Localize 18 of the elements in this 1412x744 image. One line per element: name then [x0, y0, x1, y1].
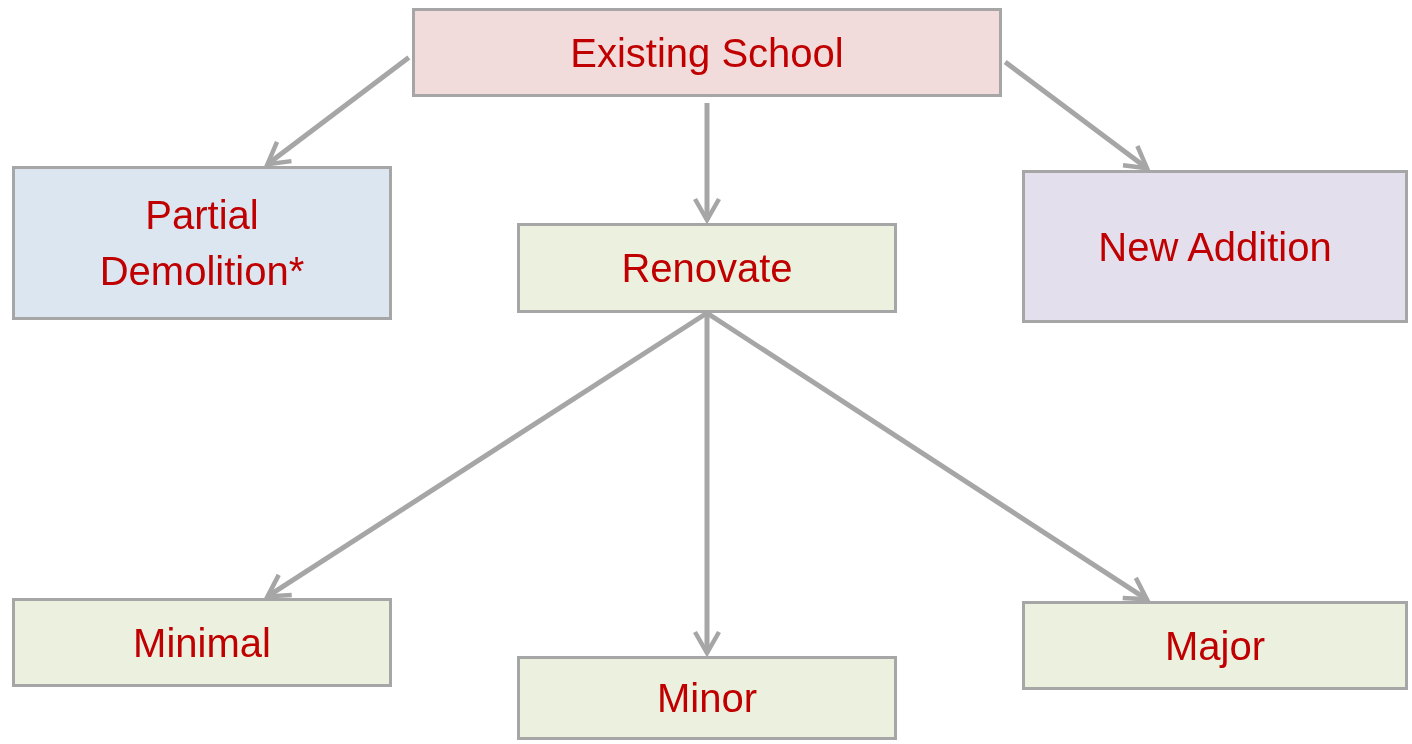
- box-label: Major: [1165, 622, 1265, 670]
- box-label: New Addition: [1098, 223, 1332, 271]
- box-label: Minimal: [133, 619, 271, 667]
- process-box: [12, 598, 392, 687]
- arrow: [1003, 60, 1150, 171]
- process-box: [1022, 601, 1408, 690]
- process-box: [412, 8, 1002, 97]
- process-box: [12, 166, 392, 320]
- box-label: Existing School: [570, 29, 844, 77]
- process-box: [1022, 170, 1408, 323]
- box-label: Renovate: [621, 245, 793, 292]
- arrow: [692, 103, 722, 223]
- process-box: [517, 656, 897, 740]
- box-label: Minor: [657, 675, 757, 722]
- box-label: Partial Demolition*: [98, 192, 306, 295]
- process-box: [517, 223, 897, 313]
- arrow: [692, 313, 722, 656]
- arrow: [265, 55, 411, 167]
